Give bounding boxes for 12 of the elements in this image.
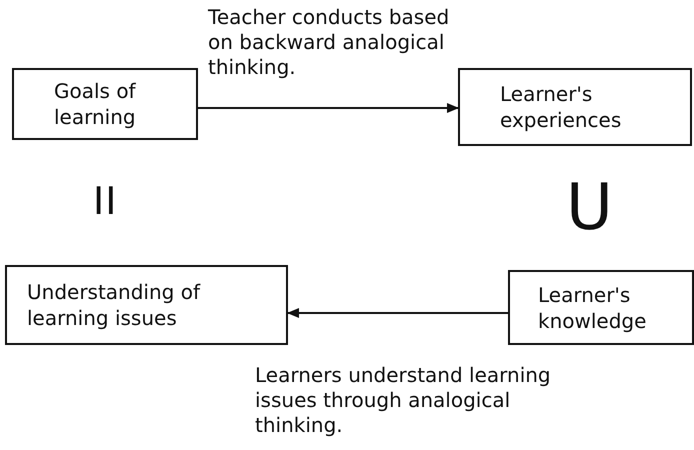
arrow <box>287 308 508 318</box>
box-label: Learner's experiences <box>500 81 622 133</box>
box-label: Goals of learning <box>54 78 137 130</box>
box-label: Understanding of learning issues <box>27 279 202 331</box>
relation-symbol: U <box>566 176 613 240</box>
text-box <box>458 68 692 146</box>
relation-symbol: II <box>93 182 118 220</box>
text-box <box>508 270 694 345</box>
text-box <box>5 265 288 345</box>
text-box <box>12 68 198 140</box>
arrow <box>198 103 459 113</box>
box-label: Learner's knowledge <box>538 282 648 334</box>
